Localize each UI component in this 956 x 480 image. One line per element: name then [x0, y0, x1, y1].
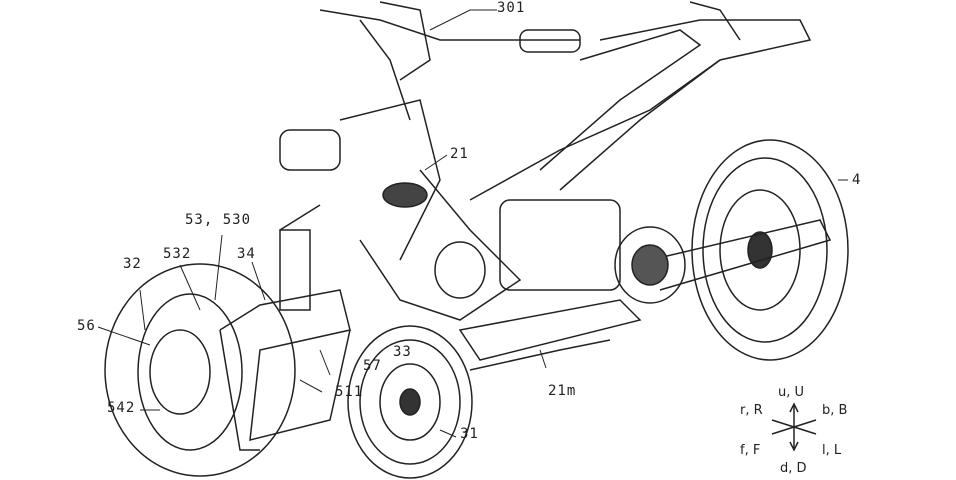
label-21m: 21m	[548, 383, 577, 399]
label-57: 57	[363, 358, 382, 374]
label-21: 21	[450, 146, 469, 162]
direction-up: u, U	[778, 385, 805, 400]
leader-lines	[97, 9, 848, 438]
front-left-wheel-32	[104, 263, 296, 477]
label-34: 34	[237, 246, 256, 262]
direction-back: b, B	[822, 403, 848, 418]
label-4: 4	[852, 172, 862, 188]
link-mechanism-5	[219, 204, 611, 451]
front-right-wheel-31	[347, 325, 473, 479]
direction-right: r, R	[740, 403, 763, 418]
engine-unit	[458, 199, 686, 361]
label-53-530: 53, 530	[185, 212, 252, 228]
label-33: 33	[393, 344, 412, 360]
rear-frame	[469, 1, 832, 291]
label-56: 56	[77, 318, 96, 334]
direction-arrows-icon	[771, 402, 817, 452]
direction-down: d, D	[780, 461, 807, 476]
handlebar-301	[279, 1, 581, 171]
label-31: 31	[460, 426, 479, 442]
direction-left: l, L	[822, 443, 842, 458]
label-532: 532	[163, 246, 192, 262]
label-542: 542	[107, 400, 136, 416]
rear-wheel-4	[691, 139, 849, 361]
main-frame-21	[339, 99, 522, 321]
label-511: 511	[335, 384, 364, 400]
direction-front: f, F	[740, 443, 761, 458]
label-32: 32	[123, 256, 142, 272]
label-301: 301	[497, 0, 526, 16]
